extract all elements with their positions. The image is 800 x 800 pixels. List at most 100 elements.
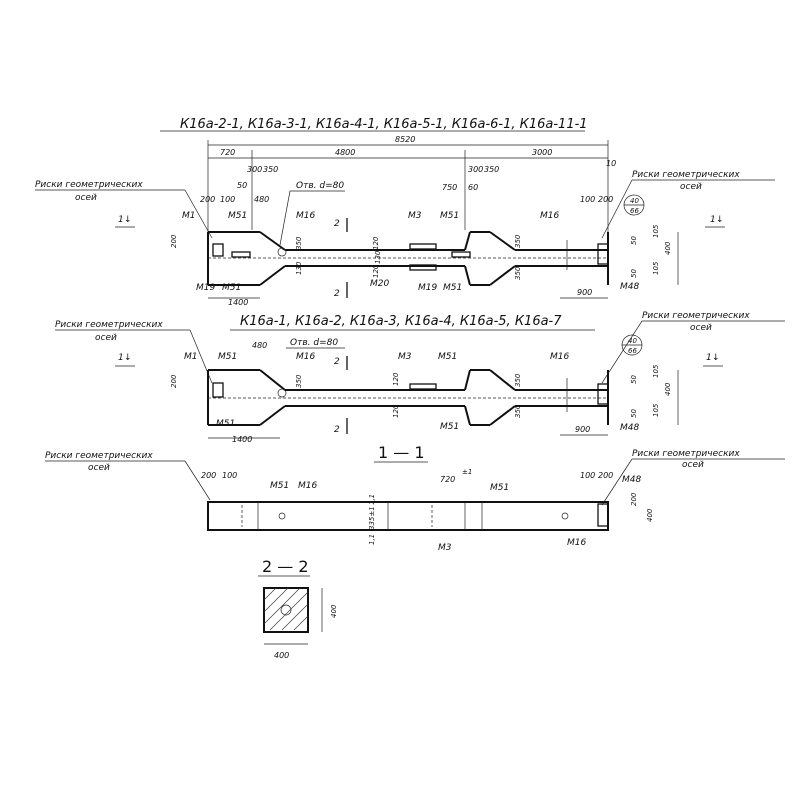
group1-title: К16а-2-1, К16а-3-1, К16а-4-1, К16а-5-1, …	[180, 117, 588, 132]
g1-sec2-bot: 2	[334, 289, 340, 299]
s22-v400: 400	[330, 604, 338, 618]
s11-d720: 720	[440, 475, 455, 484]
s11-axis-right-2: осей	[682, 460, 704, 470]
g1-v50: 50	[630, 236, 638, 245]
section-11-title: 1 — 1	[378, 443, 425, 462]
g2-sec1-right: 1	[706, 353, 712, 363]
g1-v350r: 350	[514, 234, 522, 248]
weld-ref-40-g2: 40	[628, 337, 637, 345]
dim-480: 480	[254, 195, 269, 204]
g1-v120: 120	[372, 236, 380, 250]
g2-m51b: М51	[438, 352, 457, 362]
g1-m16b: М16	[540, 211, 559, 221]
svg-text:↓: ↓	[124, 353, 132, 363]
svg-text:↓: ↓	[124, 215, 132, 225]
dim-200a: 200	[200, 195, 215, 204]
hole-note-top: Отв. d=80	[296, 181, 344, 191]
g2-v350: 350	[295, 374, 303, 388]
g1-v50b: 50	[630, 269, 638, 278]
beam-section11	[207, 501, 609, 531]
g2-v200: 200	[170, 374, 178, 388]
section-22-title: 2 — 2	[262, 557, 309, 576]
dim-200r: 200	[598, 195, 613, 204]
g2-d480: 480	[252, 341, 267, 350]
s11-axis-right-1: Риски геометрических	[632, 449, 740, 459]
g1-m48: М48	[620, 282, 639, 292]
s11-v200: 200	[630, 492, 638, 506]
s11-vsmall2: 1,1	[368, 534, 376, 545]
s11-v400: 400	[646, 508, 654, 522]
g2-v105b: 105	[652, 403, 660, 417]
s11-d200r: 200	[598, 471, 613, 480]
dim-350b: 350	[484, 165, 499, 174]
dim-300a: 300	[247, 165, 262, 174]
s11-m16: М16	[298, 481, 317, 491]
s11-axis-left-1: Риски геометрических	[45, 451, 153, 461]
axis-note-left-1: Риски геометрических	[35, 180, 143, 190]
svg-text:↓: ↓	[716, 215, 724, 225]
dim-750: 750	[442, 183, 457, 192]
g1-v350rb: 350	[514, 266, 522, 280]
g2-hole-note: Отв. d=80	[290, 338, 338, 348]
g1-m19b: М19	[418, 283, 437, 293]
g1-m16: М16	[296, 211, 315, 221]
g2-v400: 400	[664, 382, 672, 396]
g2-sec2-top: 2	[334, 357, 340, 367]
svg-text:↓: ↓	[712, 353, 720, 363]
g2-m1: М1	[184, 352, 198, 362]
dim-720: 720	[220, 148, 235, 157]
g2-v120b: 120	[392, 404, 400, 418]
g2-m3: М3	[398, 352, 412, 362]
dim-10: 10	[606, 159, 616, 168]
g1-v400: 400	[664, 241, 672, 255]
g2-v350rb: 350	[514, 404, 522, 418]
axis-note-left-g2-2: осей	[95, 333, 117, 343]
group2-title: К16а-1, К16а-2, К16а-3, К16а-4, К16а-5, …	[240, 314, 562, 329]
dim-8520: 8520	[395, 135, 415, 144]
axis-note-left-2: осей	[75, 193, 97, 203]
g1-m51c: М51	[222, 283, 241, 293]
g2-v120: 120	[392, 372, 400, 386]
s11-d100r: 100	[580, 471, 595, 480]
g1-m51: М51	[228, 211, 247, 221]
dim-60: 60	[468, 183, 478, 192]
g2-d900: 900	[575, 425, 590, 434]
g2-m48: М48	[620, 423, 639, 433]
g1-m1: М1	[182, 211, 196, 221]
g2-m51: М51	[218, 352, 237, 362]
s11-d100: 100	[222, 471, 237, 480]
g1-m19: М19	[196, 283, 215, 293]
s11-d720tol: ±1	[462, 468, 472, 476]
g2-v350r: 350	[514, 373, 522, 387]
axis-note-right-1: Риски геометрических	[632, 170, 740, 180]
beam-group1	[207, 231, 609, 286]
axis-note-left-g2-1: Риски геометрических	[55, 320, 163, 330]
s11-vmid: 335±1	[368, 506, 376, 530]
g1-m51d: М51	[443, 283, 462, 293]
s11-axis-left-2: осей	[88, 463, 110, 473]
g2-sec1-left: 1	[118, 353, 124, 363]
g2-v50: 50	[630, 375, 638, 384]
s11-m16b: М16	[567, 538, 586, 548]
weld-ref-66-g2: 66	[628, 347, 637, 355]
g2-v105: 105	[652, 364, 660, 378]
dim-300b: 300	[468, 165, 483, 174]
g2-m51c: М51	[216, 419, 235, 429]
dim-4800: 4800	[335, 148, 355, 157]
g2-v50b: 50	[630, 409, 638, 418]
beam-group2	[207, 369, 609, 426]
s11-m3: М3	[438, 543, 452, 553]
section22-square	[263, 587, 309, 633]
s11-d200: 200	[201, 471, 216, 480]
g1-v105: 105	[652, 224, 660, 238]
g1-m20: М20	[370, 279, 389, 289]
dim-50a: 50	[237, 181, 247, 190]
g1-v130: 130	[295, 261, 303, 275]
s11-m51b: М51	[490, 483, 509, 493]
weld-ref-66: 66	[630, 207, 639, 215]
s11-vsmall: 1,1	[368, 494, 376, 505]
g1-v350: 350	[295, 236, 303, 250]
dim-350a: 350	[263, 165, 278, 174]
weld-ref-40: 40	[630, 197, 639, 205]
